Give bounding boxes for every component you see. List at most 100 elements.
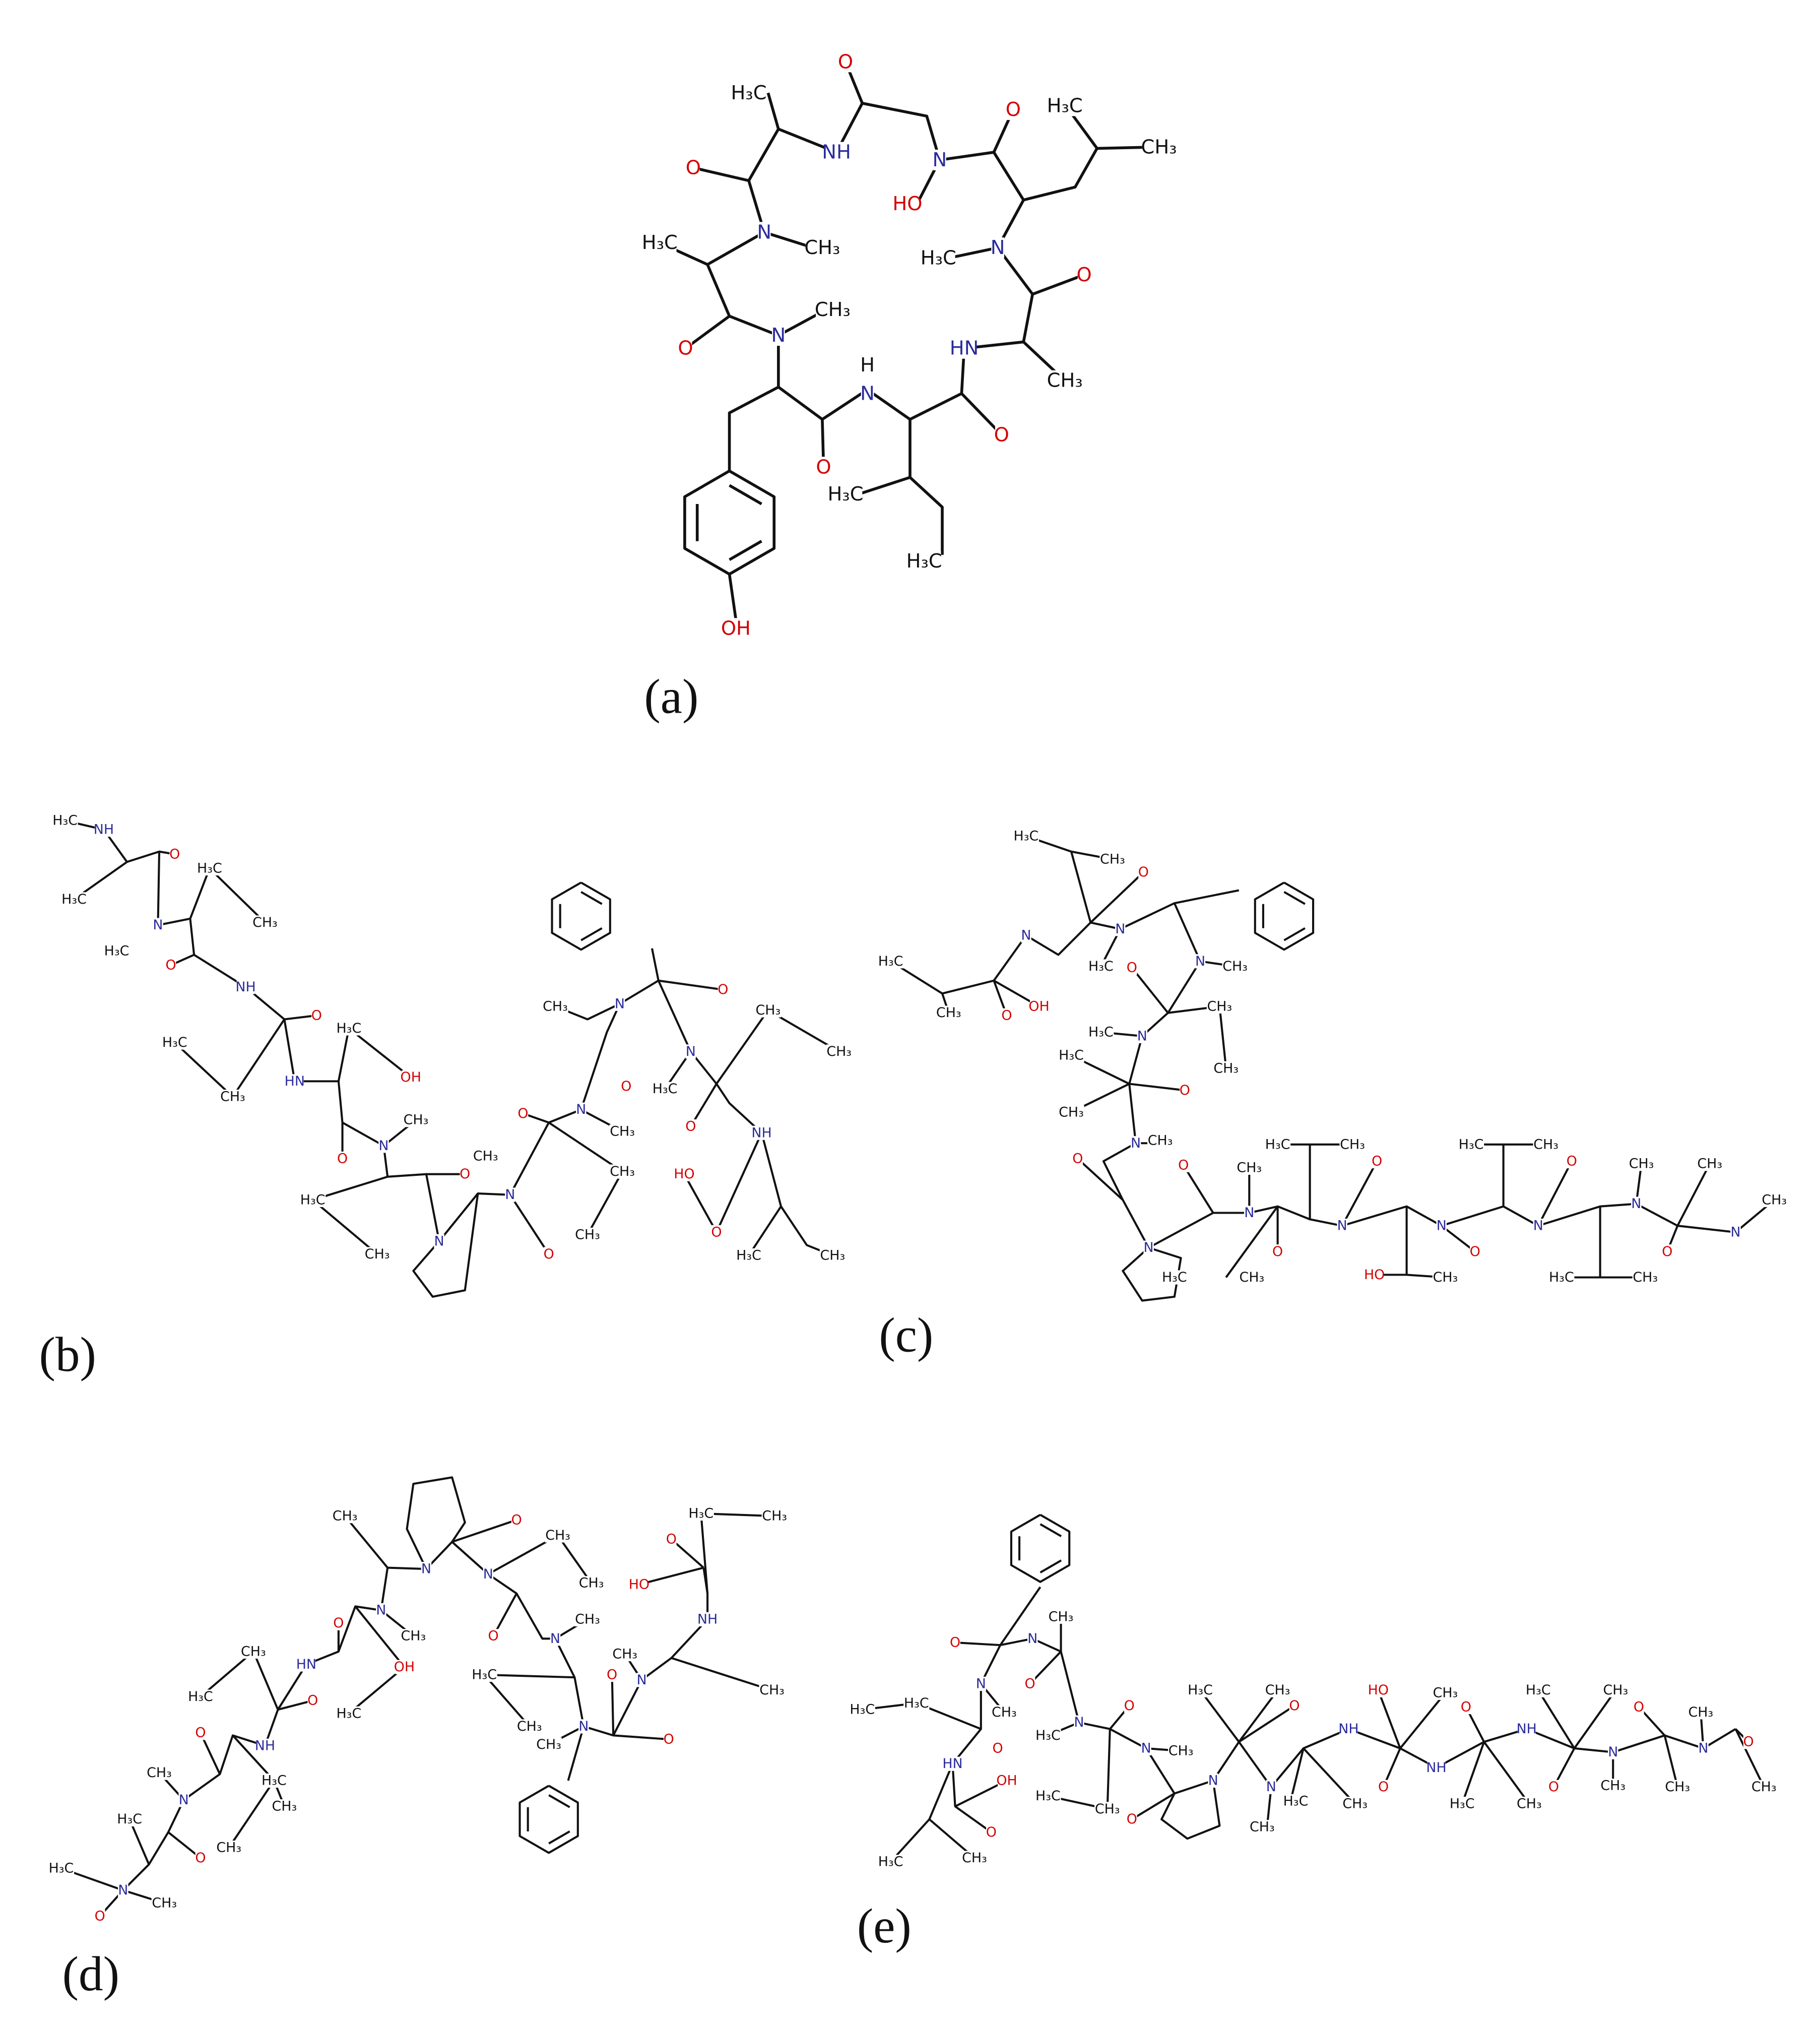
atom-label-background [1077,264,1091,285]
atom-label-background [578,1719,589,1734]
atom-label: CH₃ [1533,1137,1558,1152]
atom-label-background [1730,1225,1741,1239]
atom-label: O [816,456,831,478]
atom-label: NH [1426,1760,1446,1776]
atom-label-background [1088,1025,1114,1040]
atom-label-background [578,1576,605,1591]
atom-label-background [574,1612,601,1627]
atom-label-background [1470,1244,1480,1259]
atom-label-background [903,1696,930,1711]
atom-label: O [195,1725,206,1741]
bond [1537,1689,1576,1749]
atom-label-background [300,1192,326,1207]
atom-label-background [333,1616,344,1630]
atom-label: N [1195,954,1205,969]
bond [284,1014,317,1021]
bond [1077,1158,1124,1201]
atom-label: O [1289,1698,1299,1714]
atom-label: H₃C [688,1506,713,1522]
atom-label: CH₃ [1240,1270,1265,1285]
atom-label: HO [1368,1682,1389,1698]
atom-label: N [421,1561,431,1577]
bond [763,231,814,249]
atom-label: CH₃ [152,1896,177,1911]
atom-label-background [1265,1137,1291,1152]
atom-label-background [952,338,976,359]
atom-label: CH₃ [1340,1137,1365,1152]
atom-label: CH₃ [1603,1682,1629,1698]
atom-label-background [395,1660,414,1674]
atom-label-background [1088,959,1114,974]
atom-label-background [652,1082,678,1096]
atom-label-background [1180,1083,1190,1098]
atom-label-background [877,954,904,969]
atom-label-background [1631,1196,1642,1211]
atom-label: O [1272,1244,1283,1259]
panel-label-d: (d) [62,1947,119,2001]
atom-label: N [1141,1740,1151,1756]
atom-label-background [1115,922,1126,936]
atom-label-background [1168,1743,1194,1758]
atom-label: H₃C [117,1811,142,1827]
atom-label: O [544,1246,554,1262]
atom-label-background [675,1167,693,1181]
atom-label-background [961,1851,988,1865]
atom-label-background [1130,1136,1141,1151]
atom-label: N [550,1631,560,1647]
bond [693,166,749,182]
atom-label: N [757,221,771,243]
atom-label-background [471,1667,497,1682]
atom-label: N [576,1102,586,1117]
bond [766,92,780,130]
bond [658,979,724,991]
atom-label: H₃C [197,860,222,876]
bond [1374,1206,1408,1276]
atom-label-background [907,551,941,572]
atom-label-background [146,1765,172,1780]
atom-label-background [1634,1699,1644,1715]
atom-label: CH₃ [579,1575,604,1591]
atom-label: HO [629,1576,649,1592]
atom-label: H₃C [336,1021,361,1036]
atom-label-background [849,1702,875,1717]
atom-label: CH₃ [401,1628,426,1644]
bond [1131,1792,1175,1820]
atom-label-background [542,999,568,1014]
atom-label: CH₃ [1697,1156,1722,1172]
atom-label: CH₃ [610,1164,635,1179]
atom-label-background [1127,1812,1137,1826]
atom-label-background [1178,1158,1189,1172]
atom-label: CH₃ [1237,1160,1262,1175]
atom-label: O [1372,1154,1382,1169]
atom-label: N [179,1792,189,1808]
atom-label-background [1143,1240,1154,1255]
atom-label: NH [822,141,851,164]
atom-label: O [1567,1154,1577,1169]
atom-label: CH₃ [1433,1685,1458,1700]
atom-label: CH₃ [1342,1796,1368,1812]
atom-label: N [483,1566,493,1582]
atom-label-background [434,1234,444,1248]
atom-label-background [574,1227,601,1242]
atom-label: O [1461,1699,1471,1715]
panel-label-b: (b) [39,1328,96,1382]
atom-label: O [1127,960,1137,976]
atom-label-background [1048,95,1082,116]
atom-label-background [103,943,130,958]
atom-label: N [118,1882,128,1898]
atom-label-background [220,1090,246,1104]
atom-label-background [1035,1789,1061,1803]
atom-label-background [636,1673,647,1687]
atom-label-background [1058,1048,1084,1063]
atom-label: N [1266,1779,1276,1795]
atom-label-background [736,1248,762,1263]
atom-label: H₃C [1035,1728,1061,1743]
bond [122,1541,709,1891]
atom-label: CH₃ [272,1799,297,1814]
atom-label: O [165,957,176,973]
bond [1399,1692,1447,1749]
atom-label-background [517,1106,529,1121]
atom-label: HO [674,1166,694,1182]
atom-label-background [839,51,852,73]
atom-label: H₃C [1188,1682,1213,1698]
